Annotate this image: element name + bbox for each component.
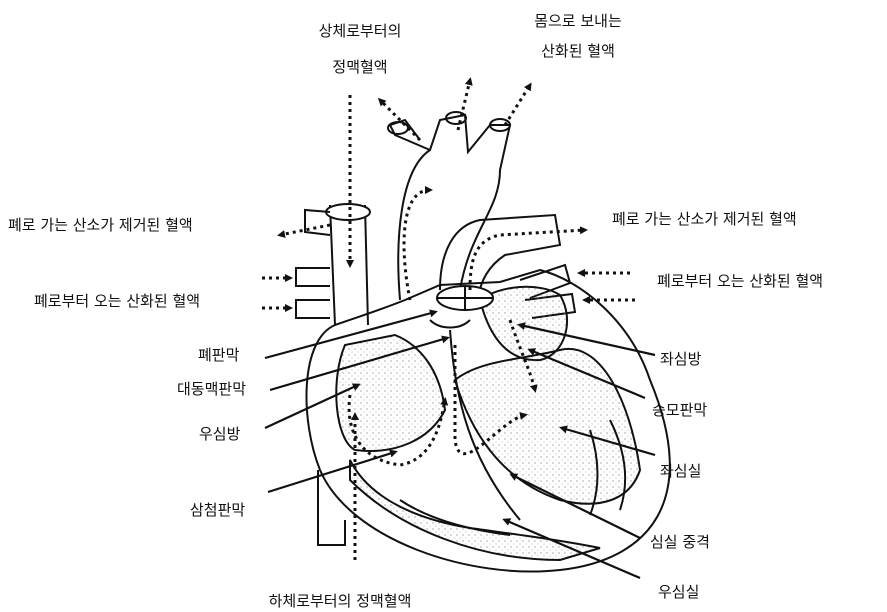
label-ivc: 하체로부터의 정맥혈액 bbox=[269, 592, 412, 610]
label-right-ventricle: 우심실 bbox=[658, 583, 699, 601]
label-pulmonary-vein-right: 폐로부터 오는 산화된 혈액 bbox=[657, 272, 823, 290]
label-septum: 심실 중격 bbox=[650, 533, 710, 551]
label-left-ventricle: 좌심실 bbox=[660, 462, 701, 480]
label-left-atrium: 좌심방 bbox=[660, 350, 701, 368]
label-pulmonary-artery-left: 폐로 가는 산소가 제거된 혈액 bbox=[8, 216, 193, 234]
label-aorta-line2: 산화된 혈액 bbox=[541, 42, 615, 60]
inferior-vena-cava bbox=[318, 470, 345, 545]
label-pulmonary-valve: 폐판막 bbox=[198, 346, 239, 364]
heart-outline bbox=[296, 112, 670, 572]
label-svc-line2: 정맥혈액 bbox=[332, 58, 387, 76]
label-mitral-valve: 승모판막 bbox=[652, 401, 707, 419]
label-aortic-valve: 대동맥판막 bbox=[177, 380, 246, 398]
right-atrium-chamber bbox=[336, 335, 445, 451]
label-pulmonary-artery-right: 폐로 가는 산소가 제거된 혈액 bbox=[612, 210, 797, 228]
label-pulmonary-vein-left: 폐로부터 오는 산화된 혈액 bbox=[34, 292, 200, 310]
label-aorta-line1: 몸으로 보내는 bbox=[534, 12, 622, 30]
label-tricuspid-valve: 삼첨판막 bbox=[190, 501, 245, 519]
label-svc-line1: 상체로부터의 bbox=[319, 22, 402, 40]
label-right-atrium: 우심방 bbox=[199, 425, 240, 443]
